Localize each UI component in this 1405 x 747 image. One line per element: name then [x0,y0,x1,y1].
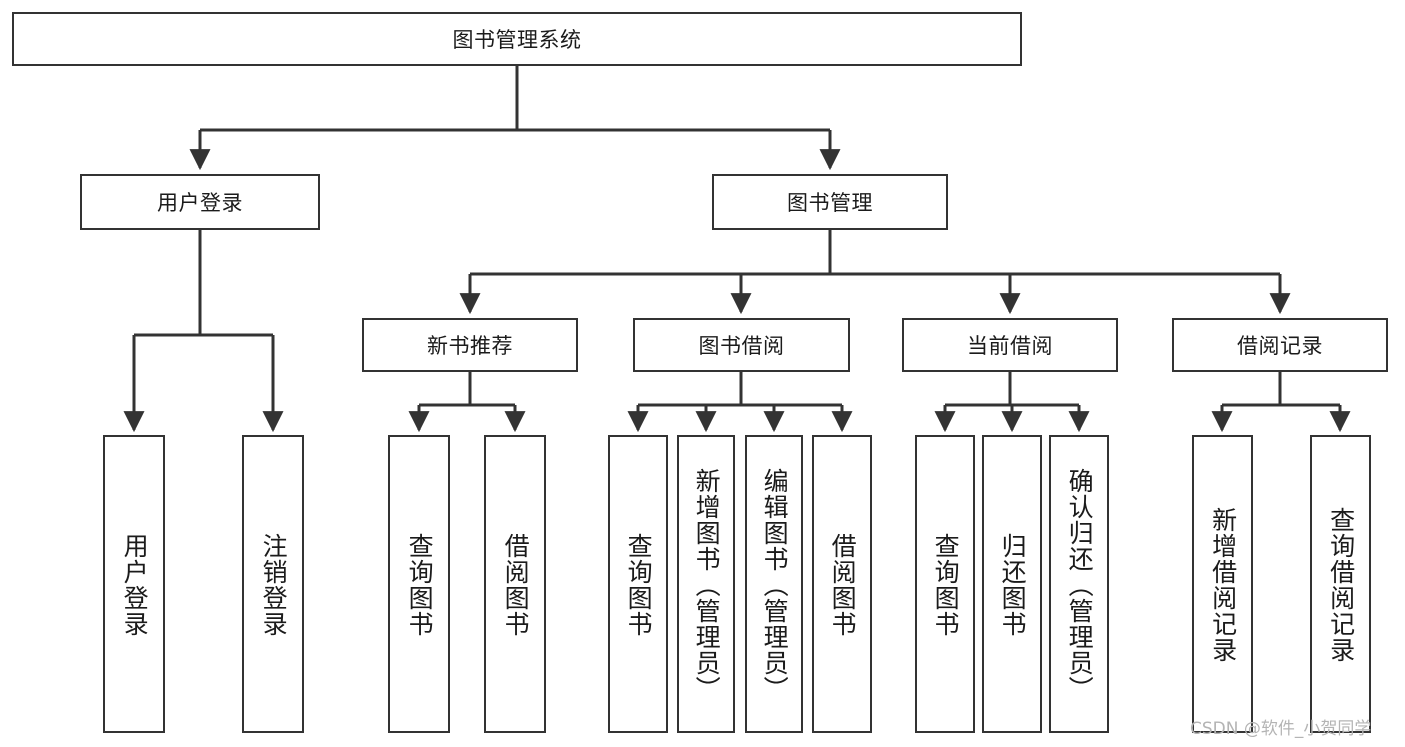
leaf-user-login-label: 用户登录 [120,533,150,637]
node-user-login[interactable]: 用户登录 [80,174,320,230]
node-book-management[interactable]: 图书管理 [712,174,948,230]
leaf-query-book-current-label: 查询图书 [931,533,961,637]
node-new-book-recommend-label: 新书推荐 [427,334,513,358]
leaf-query-borrow-record-label: 查询借阅记录 [1326,507,1356,663]
leaf-add-book-admin[interactable]: 新增图书（管理员） [677,435,735,733]
leaf-query-book-current[interactable]: 查询图书 [915,435,975,733]
node-book-borrow[interactable]: 图书借阅 [633,318,850,372]
node-new-book-recommend[interactable]: 新书推荐 [362,318,578,372]
node-user-login-label: 用户登录 [157,191,243,215]
node-root[interactable]: 图书管理系统 [12,12,1022,66]
leaf-edit-book-admin-label: 编辑图书（管理员） [760,468,790,702]
leaf-borrow-book-label: 借阅图书 [828,533,858,637]
leaf-logout-label: 注销登录 [259,533,289,637]
leaf-edit-book-admin[interactable]: 编辑图书（管理员） [745,435,803,733]
leaf-return-book-label: 归还图书 [998,533,1028,637]
leaf-query-book-recommend-label: 查询图书 [405,533,435,637]
leaf-add-borrow-record[interactable]: 新增借阅记录 [1192,435,1253,733]
leaf-add-borrow-record-label: 新增借阅记录 [1208,507,1238,663]
leaf-query-book-recommend[interactable]: 查询图书 [388,435,450,733]
node-root-label: 图书管理系统 [452,28,582,52]
leaf-borrow-book[interactable]: 借阅图书 [812,435,872,733]
node-current-borrow[interactable]: 当前借阅 [902,318,1118,372]
leaf-confirm-return-admin-label: 确认归还（管理员） [1065,468,1095,702]
leaf-query-borrow-record[interactable]: 查询借阅记录 [1310,435,1371,733]
leaf-query-book-borrow[interactable]: 查询图书 [608,435,668,733]
node-borrow-record-label: 借阅记录 [1237,334,1323,358]
node-book-management-label: 图书管理 [787,191,873,215]
leaf-return-book[interactable]: 归还图书 [982,435,1042,733]
node-borrow-record[interactable]: 借阅记录 [1172,318,1388,372]
node-book-borrow-label: 图书借阅 [698,334,785,358]
node-current-borrow-label: 当前借阅 [967,334,1053,358]
leaf-borrow-book-recommend[interactable]: 借阅图书 [484,435,546,733]
leaf-confirm-return-admin[interactable]: 确认归还（管理员） [1049,435,1109,733]
leaf-add-book-admin-label: 新增图书（管理员） [692,468,722,702]
leaf-logout[interactable]: 注销登录 [242,435,304,733]
leaf-query-book-borrow-label: 查询图书 [624,533,654,637]
leaf-user-login[interactable]: 用户登录 [103,435,165,733]
leaf-borrow-book-recommend-label: 借阅图书 [501,533,531,637]
